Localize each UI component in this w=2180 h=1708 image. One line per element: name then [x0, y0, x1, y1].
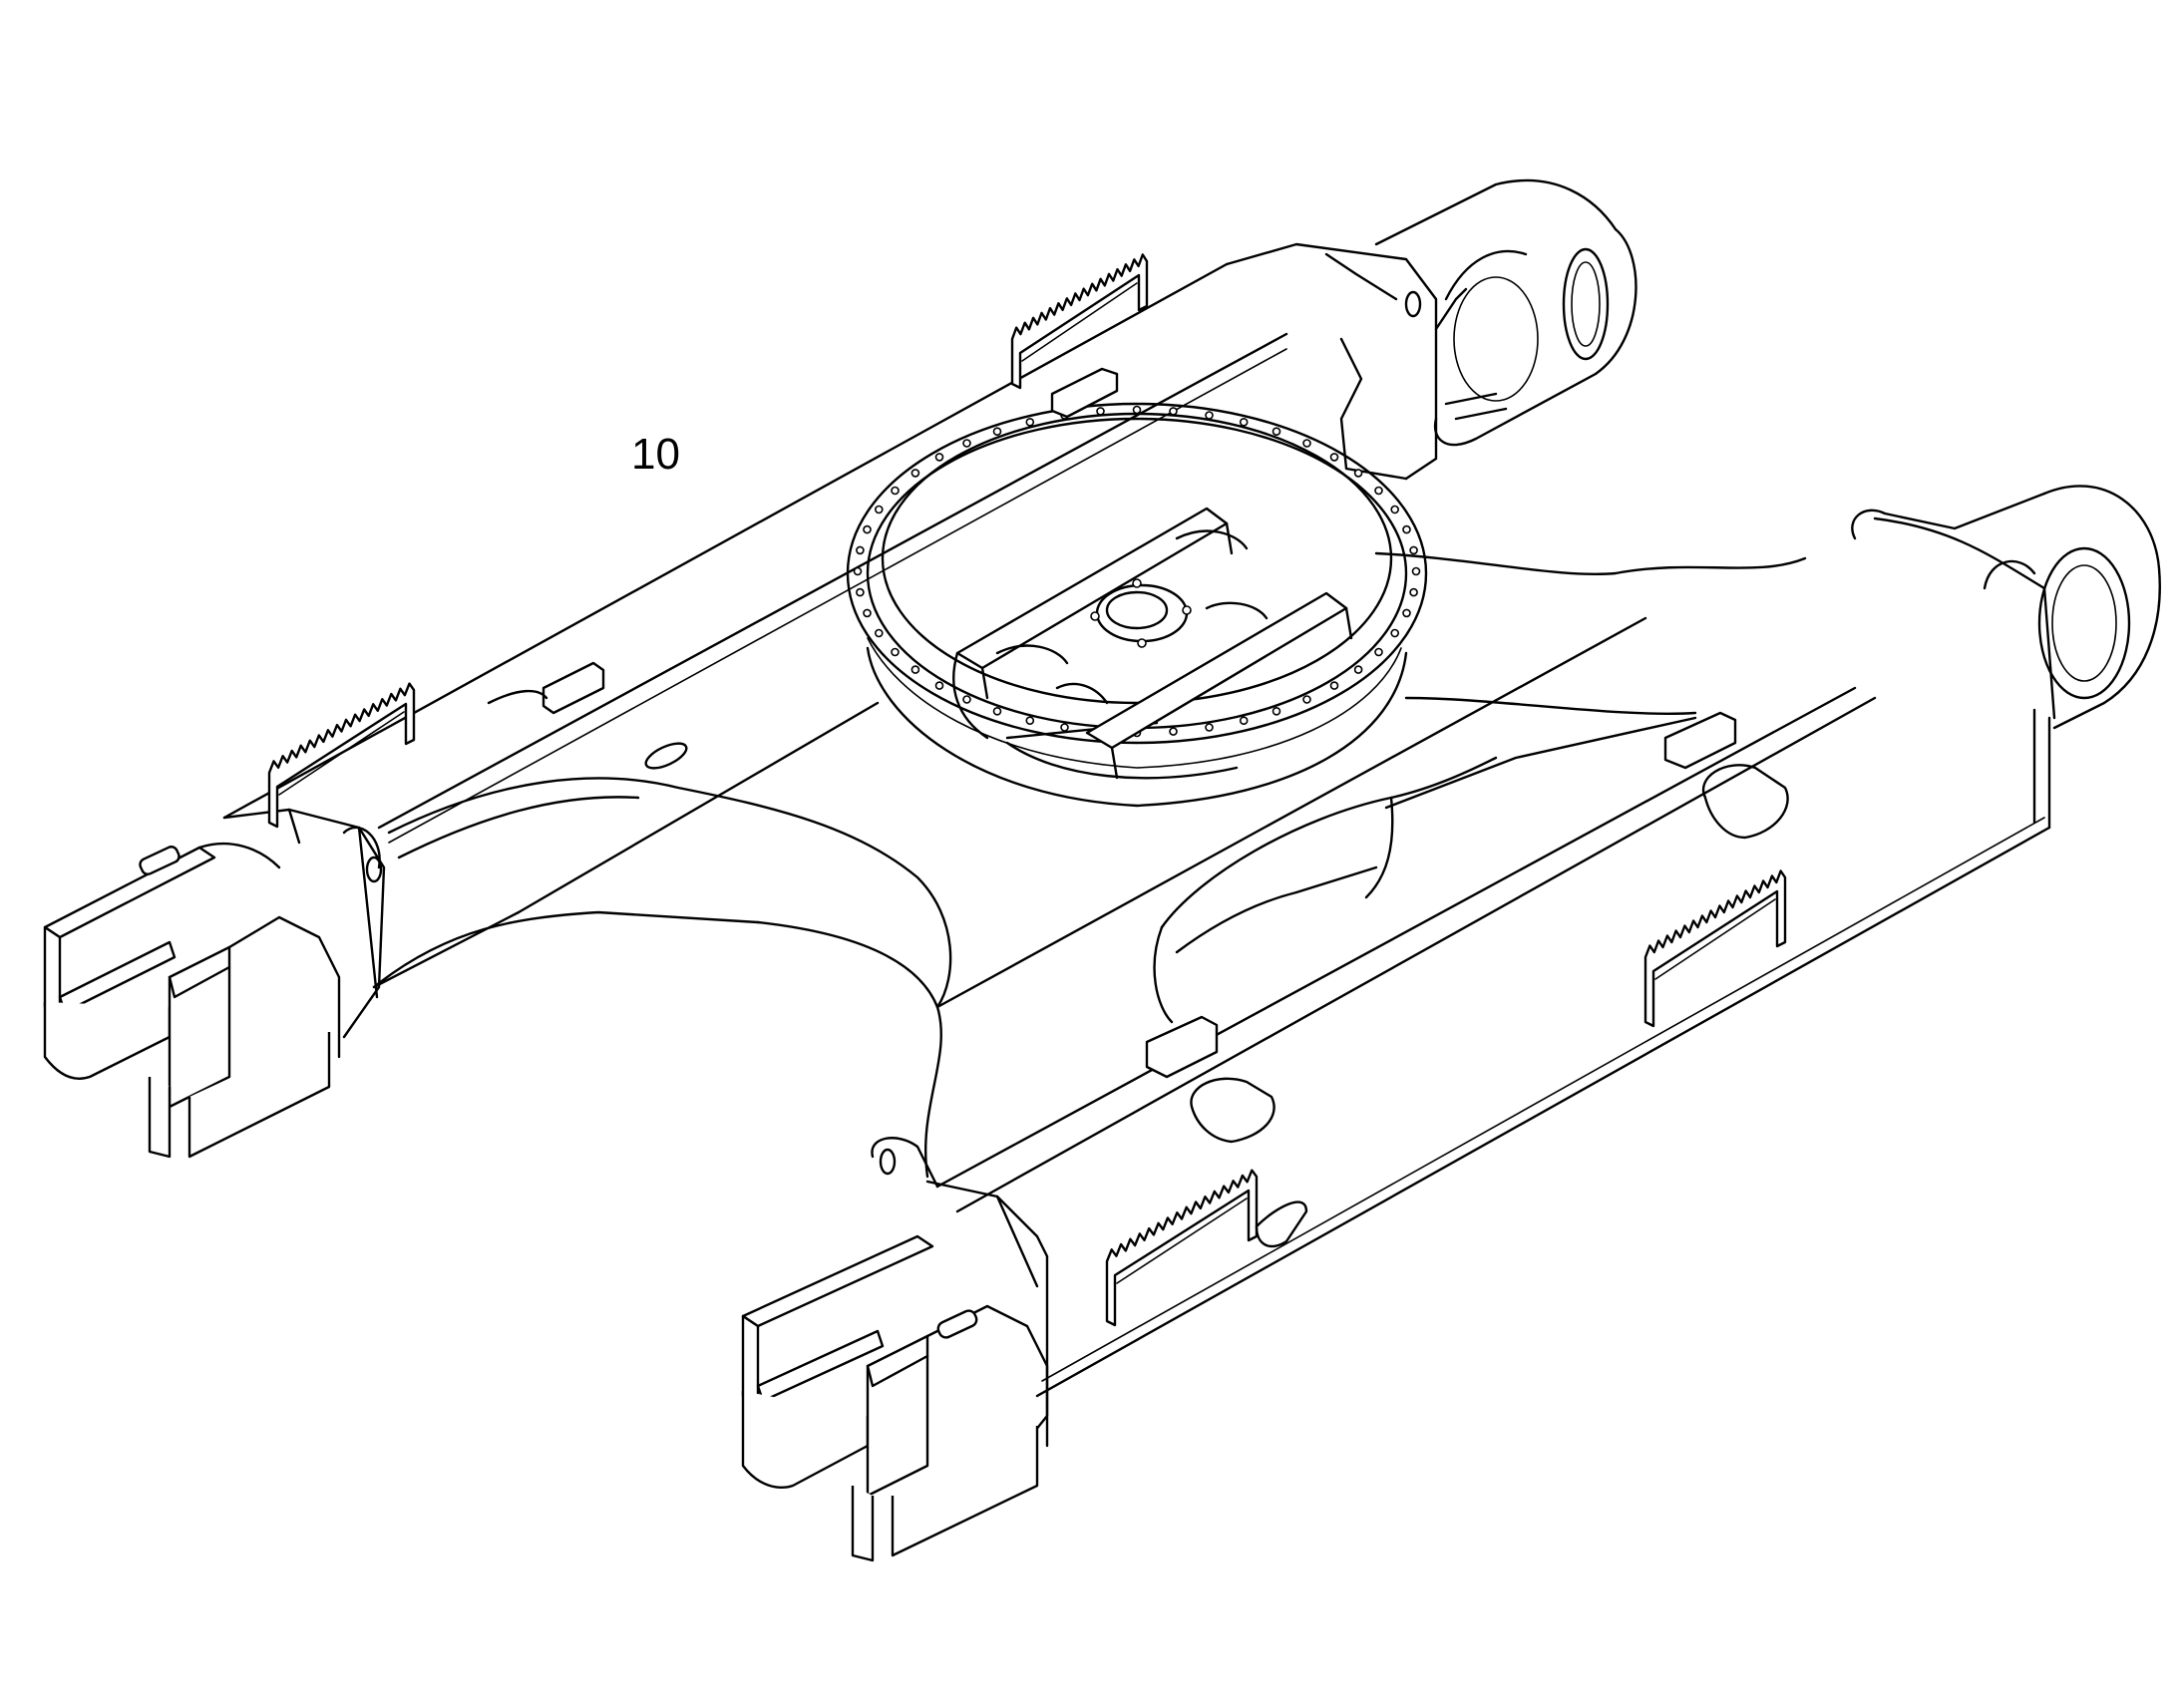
right-idler-yoke [741, 1234, 1049, 1562]
bolt-hole [1239, 417, 1249, 427]
bolt-hole [856, 587, 865, 597]
bolt-hole [874, 628, 884, 638]
center-spider [952, 507, 1353, 780]
bolt-hole [1374, 647, 1383, 657]
bolt-hole [1169, 407, 1178, 416]
bolt-hole [1302, 695, 1311, 704]
bolt-hole [891, 486, 900, 496]
bolt-hole [1409, 587, 1418, 597]
bolt-hole [1329, 453, 1339, 462]
bolt-hole [853, 566, 863, 576]
left-idler-yoke [43, 842, 341, 1159]
bolt-hole [962, 439, 971, 448]
bolt-hole [1096, 407, 1105, 416]
bolt-hole [891, 647, 900, 657]
bolt-hole [1353, 469, 1363, 478]
bolt-hole [1374, 486, 1383, 496]
bolt-hole [856, 545, 865, 555]
bolt-hole [1205, 723, 1214, 732]
bolt-hole [1272, 427, 1281, 437]
bolt-hole [1302, 439, 1311, 448]
bolt-hole [910, 469, 920, 478]
bolt-hole [1132, 405, 1142, 415]
bolt-hole [992, 427, 1002, 437]
left-track-frame [222, 242, 1438, 1039]
track-guard [1643, 869, 1787, 1028]
bolt-hole [1329, 681, 1339, 690]
part-callout-10: 10 [631, 430, 680, 479]
left-drive-motor-boss [1374, 178, 1637, 447]
track-guards [267, 253, 1787, 1327]
bolt-hole [1402, 524, 1411, 534]
bolt-hole [1390, 628, 1399, 638]
bolt-hole [1025, 716, 1035, 726]
track-guard [267, 682, 416, 829]
track-guard [1105, 1169, 1259, 1327]
bolt-hole [863, 608, 872, 618]
bolt-hole [874, 505, 884, 514]
bolt-hole [992, 706, 1002, 716]
bolt-hole [962, 695, 971, 704]
right-drive-motor-boss [1851, 485, 2161, 730]
bolt-hole [910, 665, 920, 674]
roller-pads [487, 367, 1737, 1079]
bolt-hole [1239, 716, 1249, 726]
track-guard [1010, 253, 1149, 390]
bolt-hole [1272, 706, 1281, 716]
bolt-hole [1409, 545, 1418, 555]
right-track-frame [871, 686, 2051, 1443]
bolt-hole [1390, 505, 1399, 514]
bolt-hole [1169, 727, 1178, 736]
bolt-hole [1205, 411, 1214, 420]
bolt-hole [1060, 723, 1069, 732]
bolt-hole [1025, 417, 1035, 427]
bolt-hole [934, 453, 944, 462]
bolt-hole [863, 524, 872, 534]
bolt-hole [934, 681, 944, 690]
bolt-hole [1411, 566, 1421, 576]
center-crossmember [372, 551, 1807, 1179]
bolt-hole [1402, 608, 1411, 618]
access-holes [1190, 764, 1789, 1248]
bolt-hole [1353, 665, 1363, 674]
